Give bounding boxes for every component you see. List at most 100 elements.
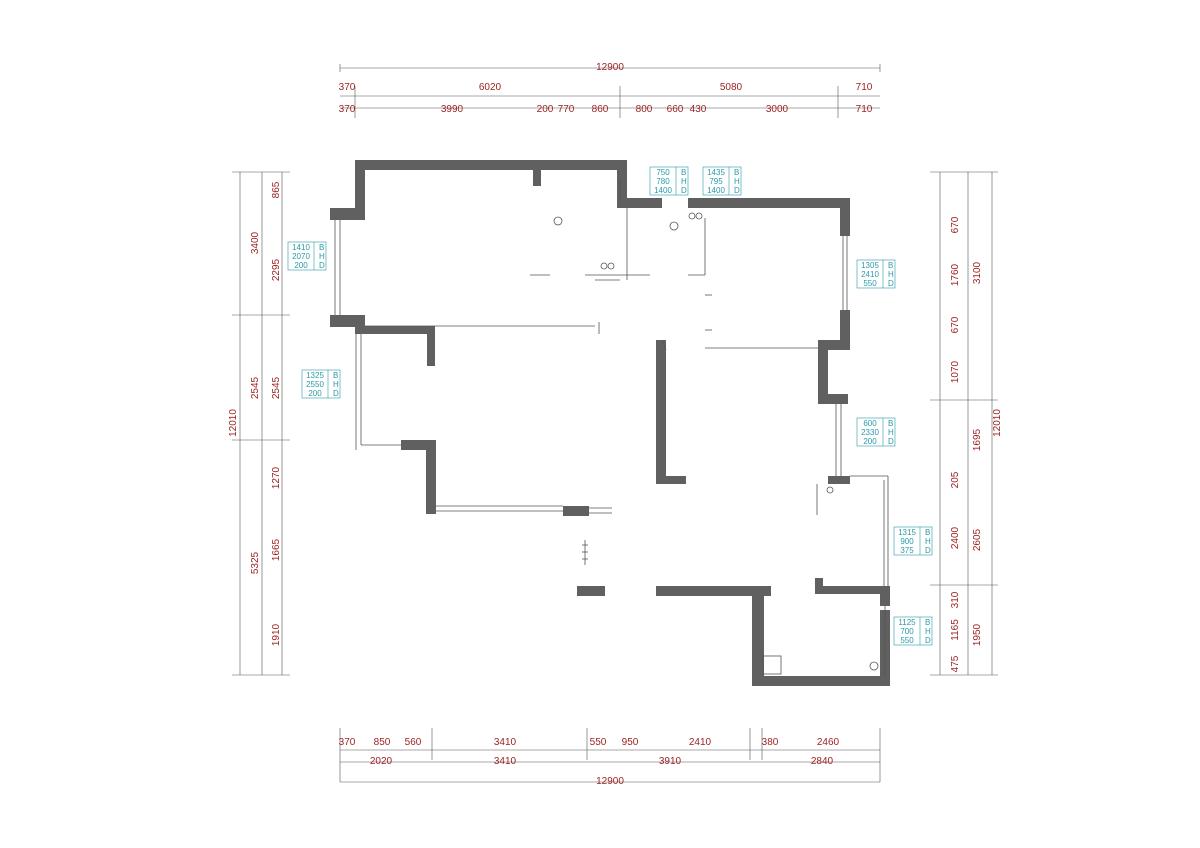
- tag-letter-b: B: [734, 168, 739, 177]
- left-inner-dim: 1665: [271, 538, 282, 561]
- top-row1-dim: 6020: [479, 82, 502, 93]
- tag-sill: 200: [294, 261, 308, 270]
- walls: [330, 160, 890, 686]
- bottom-total-dim: 12900: [596, 776, 624, 787]
- right-mid-dim: 1950: [972, 623, 983, 646]
- tag-letter-h: H: [888, 270, 894, 279]
- tag-letter-d: D: [925, 636, 931, 645]
- tag-height: 900: [900, 537, 914, 546]
- partitions: [334, 180, 889, 676]
- tag-sill: 550: [863, 279, 877, 288]
- bottom-row2-dim: 2840: [811, 756, 834, 767]
- tag-letter-b: B: [888, 419, 893, 428]
- left-inner-dim: 865: [271, 181, 282, 198]
- tag-letter-b: B: [319, 243, 324, 252]
- tag-height: 795: [709, 177, 723, 186]
- window-tag: 600 2330 200 B H D: [856, 417, 896, 447]
- tag-sill: 1400: [707, 186, 725, 195]
- left-inner-dim: 1910: [271, 623, 282, 646]
- tag-letter-d: D: [333, 389, 339, 398]
- tag-letter-b: B: [888, 261, 893, 270]
- top-row2-dim: 770: [558, 104, 575, 115]
- left-inner-dim: 2545: [250, 376, 261, 399]
- left-dimensions: 3400 12010 5325 865 2295 2545 2545 1270 …: [228, 171, 290, 676]
- left-outer-dim: 3400: [250, 231, 261, 254]
- top-row2-dim: 710: [856, 104, 873, 115]
- top-dimensions: 12900 370 6020 5080 710 370 3990 200 770…: [339, 62, 881, 118]
- window-tag: 1410 2070 200 B H D: [287, 241, 327, 271]
- bottom-row1-dim: 2460: [817, 737, 840, 748]
- right-inner-dim: 205: [950, 471, 961, 488]
- tag-width: 1125: [898, 618, 916, 627]
- window-tag: 1305 2410 550 B H D: [856, 259, 896, 289]
- top-row2-dim: 370: [339, 104, 356, 115]
- tag-width: 1435: [707, 168, 725, 177]
- top-row2-dim: 200: [537, 104, 554, 115]
- tag-height: 780: [656, 177, 670, 186]
- window-tag: 1325 2550 200 B H D: [301, 369, 341, 399]
- bottom-row1-dim: 370: [339, 737, 356, 748]
- tag-width: 1305: [861, 261, 879, 270]
- right-outer-dim: 12010: [992, 409, 1003, 437]
- bottom-row2-dim: 3910: [659, 756, 682, 767]
- tag-width: 1410: [292, 243, 310, 252]
- tag-letter-b: B: [925, 618, 930, 627]
- bottom-row1-dim: 950: [622, 737, 639, 748]
- tag-height: 700: [900, 627, 914, 636]
- tag-letter-d: D: [888, 437, 894, 446]
- top-row2-dim: 3990: [441, 104, 464, 115]
- right-inner-dim: 1760: [950, 263, 961, 286]
- window-tag: 1315 900 375 B H D: [893, 526, 933, 556]
- tag-height: 2070: [292, 252, 310, 261]
- tag-letter-b: B: [681, 168, 686, 177]
- right-mid-dim: 3100: [972, 261, 983, 284]
- tag-width: 1325: [306, 371, 324, 380]
- window-tags: 1410 2070 200 B H D 750 780 1400 B H D 1…: [287, 166, 933, 646]
- right-inner-dim: 670: [950, 316, 961, 333]
- bottom-row1-dim: 550: [590, 737, 607, 748]
- tag-width: 600: [863, 419, 877, 428]
- right-inner-dim: 475: [950, 655, 961, 672]
- tag-letter-b: B: [333, 371, 338, 380]
- right-mid-dim: 2605: [972, 528, 983, 551]
- left-inner-dim: 2295: [271, 258, 282, 281]
- top-total-dim: 12900: [596, 62, 624, 73]
- tag-letter-h: H: [925, 627, 931, 636]
- bottom-row2-dim: 3410: [494, 756, 517, 767]
- right-dimensions: 670 1760 670 1070 1695 205 2400 310 1165…: [930, 171, 1003, 676]
- tag-sill: 200: [308, 389, 322, 398]
- top-row1-dim: 710: [856, 82, 873, 93]
- bottom-row2-dim: 2020: [370, 756, 393, 767]
- left-outer-dim: 5325: [250, 551, 261, 574]
- tag-sill: 200: [863, 437, 877, 446]
- top-row1-dim: 370: [339, 82, 356, 93]
- tag-letter-b: B: [925, 528, 930, 537]
- tag-sill: 375: [900, 546, 914, 555]
- tag-letter-d: D: [681, 186, 687, 195]
- right-inner-dim: 1695: [972, 428, 983, 451]
- right-inner-dim: 2400: [950, 526, 961, 549]
- top-row2-dim: 800: [636, 104, 653, 115]
- tag-letter-d: D: [734, 186, 740, 195]
- bottom-row1-dim: 560: [405, 737, 422, 748]
- tag-width: 1315: [898, 528, 916, 537]
- bottom-row1-dim: 3410: [494, 737, 517, 748]
- right-inner-dim: 1165: [950, 619, 961, 641]
- bottom-dimensions: 370 850 560 3410 550 950 2410 380 2460 2…: [339, 728, 881, 787]
- window-tag: 1125 700 550 B H D: [893, 616, 933, 646]
- left-inner-dim: 1270: [271, 466, 282, 489]
- left-inner-dim: 2545: [271, 376, 282, 399]
- right-inner-dim: 1070: [950, 360, 961, 383]
- tag-letter-h: H: [319, 252, 325, 261]
- top-row2-dim: 430: [690, 104, 707, 115]
- bottom-row1-dim: 850: [374, 737, 391, 748]
- tag-letter-d: D: [925, 546, 931, 555]
- tag-sill: 1400: [654, 186, 672, 195]
- top-row2-dim: 3000: [766, 104, 789, 115]
- tag-letter-h: H: [333, 380, 339, 389]
- tag-letter-h: H: [681, 177, 687, 186]
- tag-letter-d: D: [888, 279, 894, 288]
- window-tag: 750 780 1400 B H D: [649, 166, 689, 196]
- tag-height: 2550: [306, 380, 324, 389]
